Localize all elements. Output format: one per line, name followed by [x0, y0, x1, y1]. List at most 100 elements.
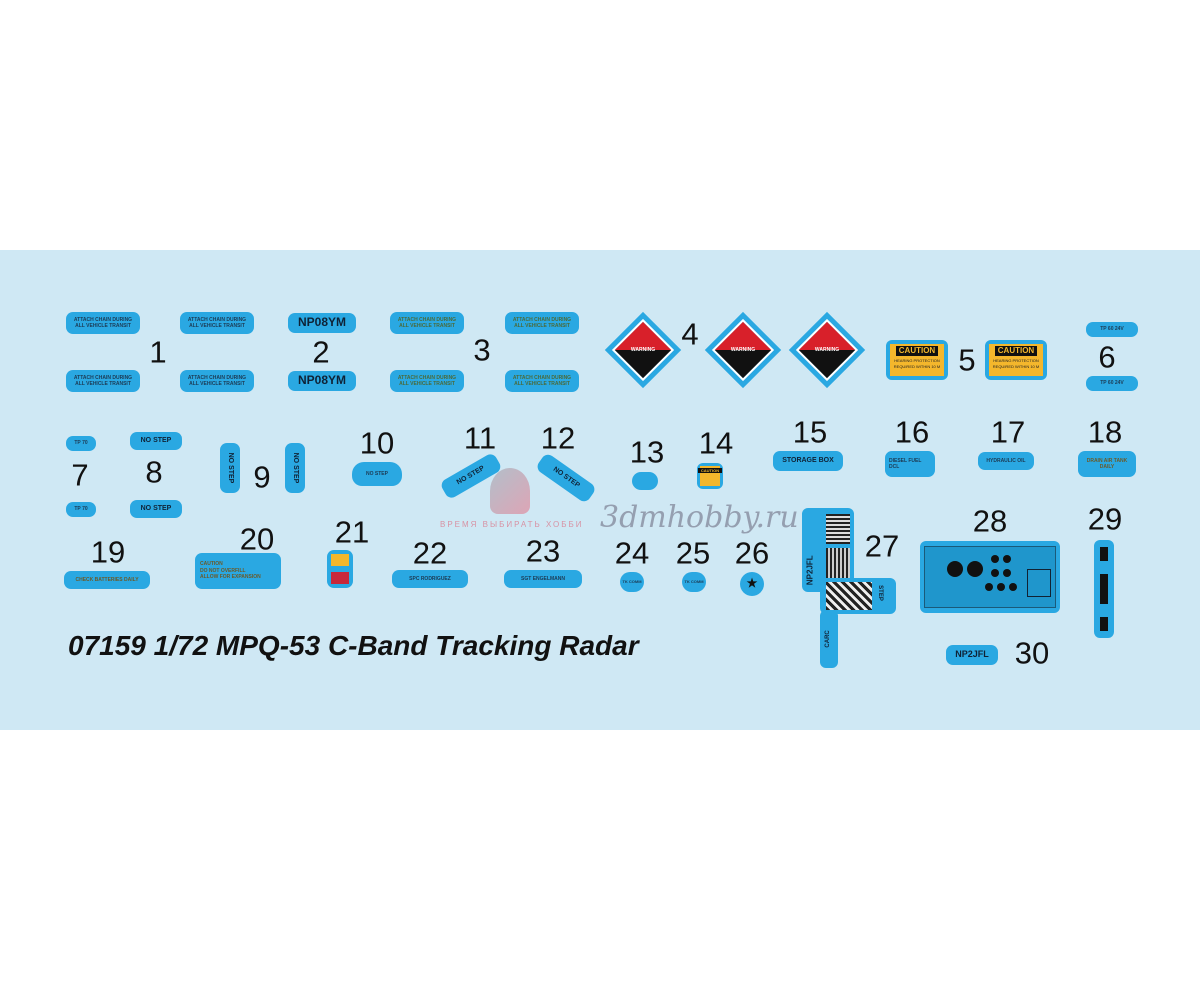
decal-number: 4: [681, 316, 699, 352]
decal-text: CAUTION: [895, 346, 939, 357]
decal-text: ATTACH CHAIN DURING: [187, 316, 247, 323]
decal-text: CAUTION: [994, 346, 1038, 357]
gauge: [1009, 583, 1017, 591]
decal-number: 24: [614, 535, 650, 571]
decal-text: CHECK BATTERIES DAILY: [75, 576, 139, 583]
decal-number: 29: [1087, 501, 1123, 537]
panel-detail: [826, 548, 850, 578]
decal-number: 23: [525, 533, 561, 569]
decal-28-panel: [920, 541, 1060, 613]
decal-number: 21: [334, 514, 370, 550]
decal-text: SPC RODRIGUEZ: [409, 575, 451, 582]
gauge: [1003, 569, 1011, 577]
decal-text: ATTACH CHAIN DURING: [512, 316, 572, 323]
gauge: [1003, 555, 1011, 563]
decal-text: ATTACH CHAIN DURING: [73, 316, 133, 323]
decal-text: NO STEP: [140, 437, 172, 445]
decal-text: NP08YM: [297, 373, 347, 388]
decal-text: WARNING: [814, 347, 840, 353]
decal-15: STORAGE BOX: [773, 451, 843, 471]
decal-text: DIESEL FUEL: [889, 457, 922, 464]
decal-text: TK COMM: [684, 579, 704, 585]
decal-text: STEP: [876, 585, 883, 601]
decal-14-caution: CAUTION: [697, 463, 723, 489]
decal-number: 26: [734, 535, 770, 571]
panel-detail: [826, 582, 872, 610]
decal-6b: TP 60 24V: [1086, 376, 1138, 391]
watermark-logo-icon: [490, 468, 530, 514]
decal-text: ALL VEHICLE TRANSIT: [399, 323, 455, 329]
decal-number: 1: [149, 334, 167, 370]
yellow-panel: [331, 554, 349, 566]
decal-text: WARNING: [730, 347, 756, 353]
decal-24: TK COMM: [620, 572, 644, 592]
decal-text: CARC: [825, 630, 832, 648]
decal-number: 8: [145, 454, 163, 490]
decal-8b: NO STEP: [130, 500, 182, 518]
decal-text: ATTACH CHAIN DURING: [397, 316, 457, 323]
decal-2a-plate: NP08YM: [288, 313, 356, 333]
decal-text: ALL VEHICLE TRANSIT: [514, 381, 570, 387]
watermark-slogan: ВРЕМЯ ВЫБИРАТЬ ХОББИ: [440, 520, 584, 529]
watermark-brand: 3dmhobby.ru: [600, 500, 799, 535]
decal-text: HEARING PROTECTION: [993, 358, 1039, 364]
decal-22: SPC RODRIGUEZ: [392, 570, 468, 588]
decal-text: TP 60 24V: [1100, 380, 1124, 387]
gauge: [947, 561, 963, 577]
decal-text: NP2JFL: [805, 555, 815, 585]
decal-number: 14: [698, 425, 734, 461]
decal-text: DAILY: [1099, 464, 1115, 470]
decal-number: 9: [253, 459, 271, 495]
gauge: [991, 555, 999, 563]
decal-text: TP 70: [74, 506, 88, 513]
decal-text: DRAIN AIR TANK: [1086, 457, 1128, 464]
decal-number: 27: [864, 528, 900, 564]
decal-number: 6: [1098, 339, 1116, 375]
decal-text: DO NOT OVERFILL: [200, 567, 246, 574]
decal-7a: TP 70: [66, 436, 96, 451]
decal-text: HEARING PROTECTION: [894, 358, 940, 364]
decal-number: 17: [990, 414, 1026, 450]
decal-number: 20: [239, 521, 275, 557]
decal-6a: TP 60 24V: [1086, 322, 1138, 337]
sheet-title: 07159 1/72 MPQ-53 C-Band Tracking Radar: [68, 630, 639, 661]
strip-detail: [1100, 617, 1108, 632]
decal-text: ALL VEHICLE TRANSIT: [75, 323, 131, 329]
decal-text: TP 70: [74, 440, 88, 447]
decal-text: ALL VEHICLE TRANSIT: [514, 323, 570, 329]
decal-25: TK COMM: [682, 572, 706, 592]
decal-13: [632, 472, 658, 490]
panel-detail: [826, 514, 850, 544]
decal-number: 5: [958, 342, 976, 378]
decal-8a: NO STEP: [130, 432, 182, 450]
decal-text: CAUTION: [200, 561, 223, 568]
decal-29-strip: [1094, 540, 1114, 638]
decal-number: 3: [473, 332, 491, 368]
decal-text: WARNING: [630, 347, 656, 353]
decal-2b-plate: NP08YM: [288, 371, 356, 391]
decal-text: NO STEP: [226, 452, 234, 484]
decal-number: 7: [71, 457, 89, 493]
decal-10: NO STEP: [352, 462, 402, 486]
decal-text: NO STEP: [140, 505, 172, 513]
decal-text: NP2JFL: [955, 649, 989, 660]
decal-23: SGT ENGELMANN: [504, 570, 582, 588]
decal-9b: NO STEP: [285, 443, 305, 493]
decal-number: 22: [412, 535, 448, 571]
decal-text: DCL: [889, 464, 900, 470]
decal-text: REQUIRED WITHIN 10 M: [992, 363, 1040, 369]
decal-9a: NO STEP: [220, 443, 240, 493]
decal-7b: TP 70: [66, 502, 96, 517]
strip-detail: [1100, 546, 1108, 561]
decal-text: NP08YM: [297, 315, 347, 330]
decal-27-lower: CARC: [820, 610, 838, 668]
decal-text: SGT ENGELMANN: [521, 575, 565, 582]
